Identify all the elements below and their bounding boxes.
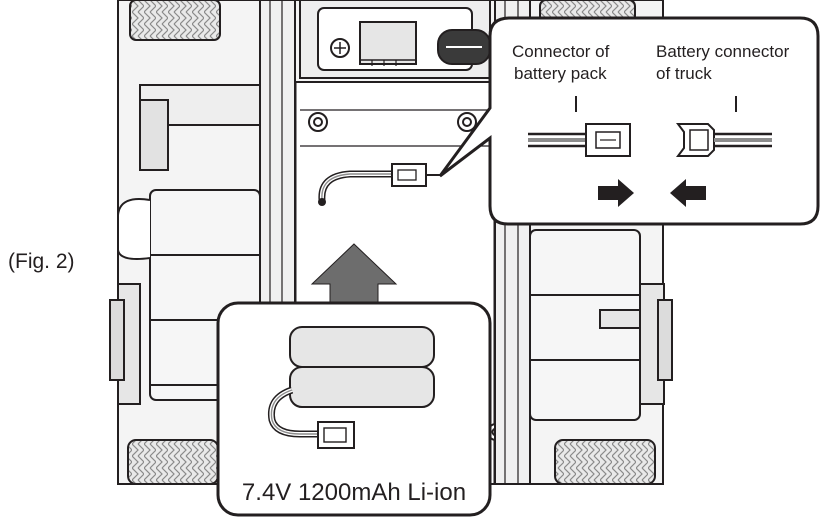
- battery-callout: 7.4V 1200mAh Li-ion: [216, 301, 492, 517]
- connector-callout: Connector of battery pack Battery connec…: [438, 16, 820, 226]
- connect-left-arrow-icon: [670, 179, 706, 207]
- wheel-bottom-left: [127, 439, 219, 485]
- figure-label: (Fig. 2): [8, 250, 75, 273]
- battery-pack: [267, 326, 435, 449]
- pack-connector-label-line2: battery pack: [514, 64, 607, 83]
- wheel-top-left: [129, 0, 221, 41]
- connect-right-arrow-icon: [598, 179, 634, 207]
- truck-connector-label-line1: Battery connector: [656, 42, 790, 61]
- pack-connector-label-line1: Connector of: [512, 42, 610, 61]
- truck-battery-lead: [318, 163, 440, 206]
- truck-connector-socket: [676, 123, 772, 157]
- battery-spec-label: 7.4V 1200mAh Li-ion: [242, 479, 466, 506]
- pack-connector-plug: [528, 123, 631, 157]
- truck-connector-label-line2: of truck: [656, 64, 712, 83]
- wheel-bottom-right: [554, 439, 656, 485]
